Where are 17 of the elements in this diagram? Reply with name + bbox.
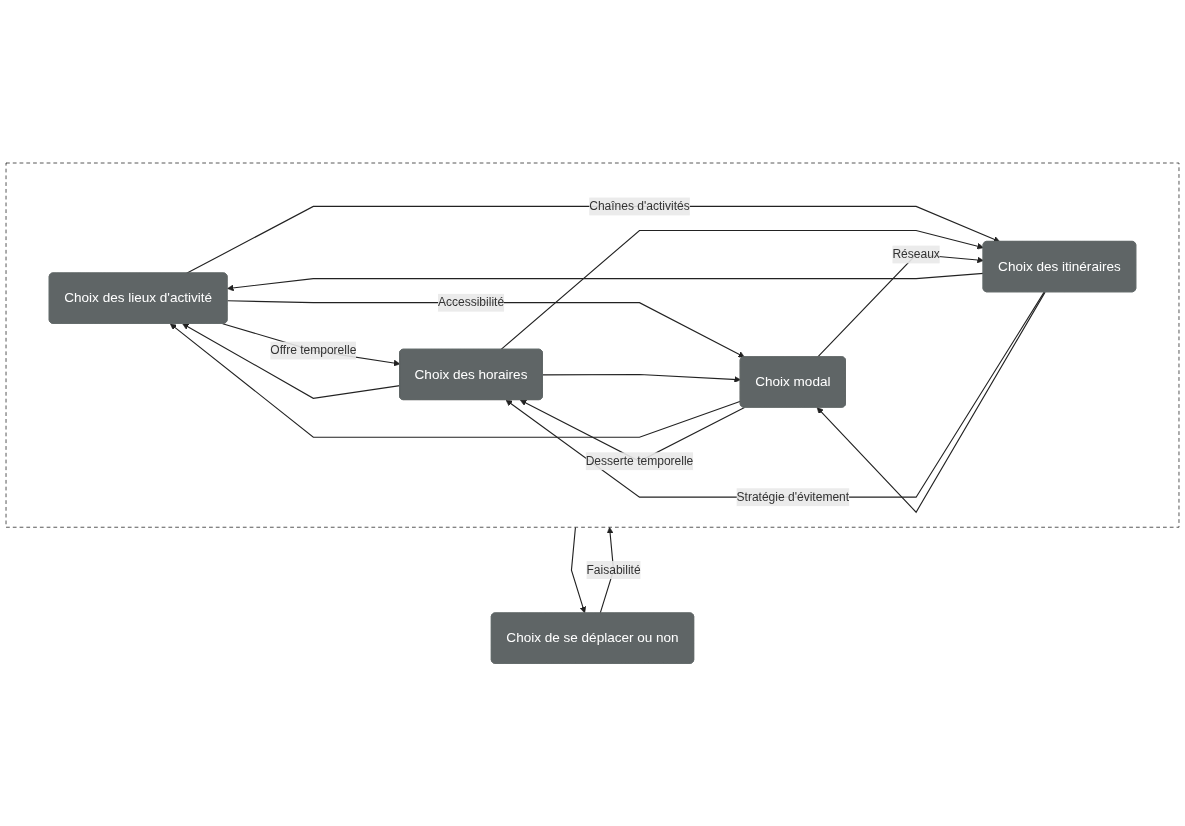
edge-label: Faisabilité <box>586 563 641 576</box>
arrow <box>500 229 984 351</box>
arrow <box>227 272 985 291</box>
arrow <box>570 526 587 614</box>
edge-label: Chaînes d'activités <box>589 199 690 213</box>
edge-label: Stratégie d'évitement <box>736 490 850 504</box>
edge-label: Réseaux <box>892 247 940 261</box>
arrow <box>816 291 1046 513</box>
arrow <box>182 323 401 399</box>
edge-label: Desserte temporelle <box>585 454 694 468</box>
edge-label: Accessibilité <box>437 295 505 309</box>
arrow <box>222 322 401 367</box>
cluster <box>5 162 1180 528</box>
edge-label: Offre temporelle <box>270 343 357 357</box>
arrow <box>542 373 741 383</box>
arrow <box>505 291 1045 498</box>
arrow <box>169 323 742 438</box>
